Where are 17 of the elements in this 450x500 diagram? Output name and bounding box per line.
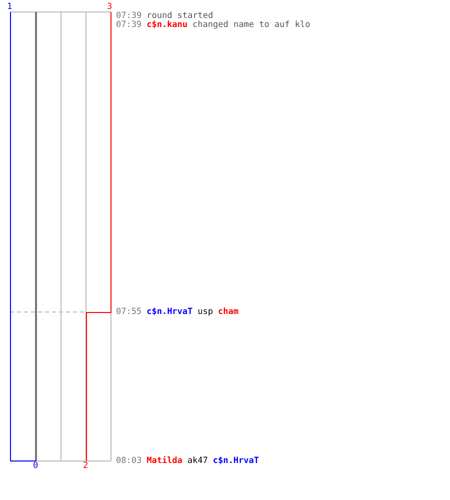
player-name: c$n.HrvaT [212, 456, 259, 466]
player-name: c$n.HrvaT [146, 307, 193, 317]
score-number: 1 [7, 3, 12, 12]
timestamp: 07:55 [116, 307, 142, 317]
event-text: changed name to auf klo [192, 20, 310, 30]
weapon-name: usp [198, 307, 214, 317]
score-number: 2 [83, 462, 88, 471]
timestamp: 07:39 [116, 11, 142, 21]
timestamp: 07:39 [116, 20, 142, 30]
timestamp: 08:03 [116, 456, 142, 466]
player-name: c$n.kanu [146, 20, 188, 30]
player-name: cham [218, 307, 238, 317]
score-number: 3 [107, 3, 112, 12]
score-number: 0 [33, 462, 38, 471]
event-text: round started [146, 11, 214, 21]
player-name: Matilda [146, 456, 182, 466]
weapon-name: ak47 [187, 456, 208, 466]
